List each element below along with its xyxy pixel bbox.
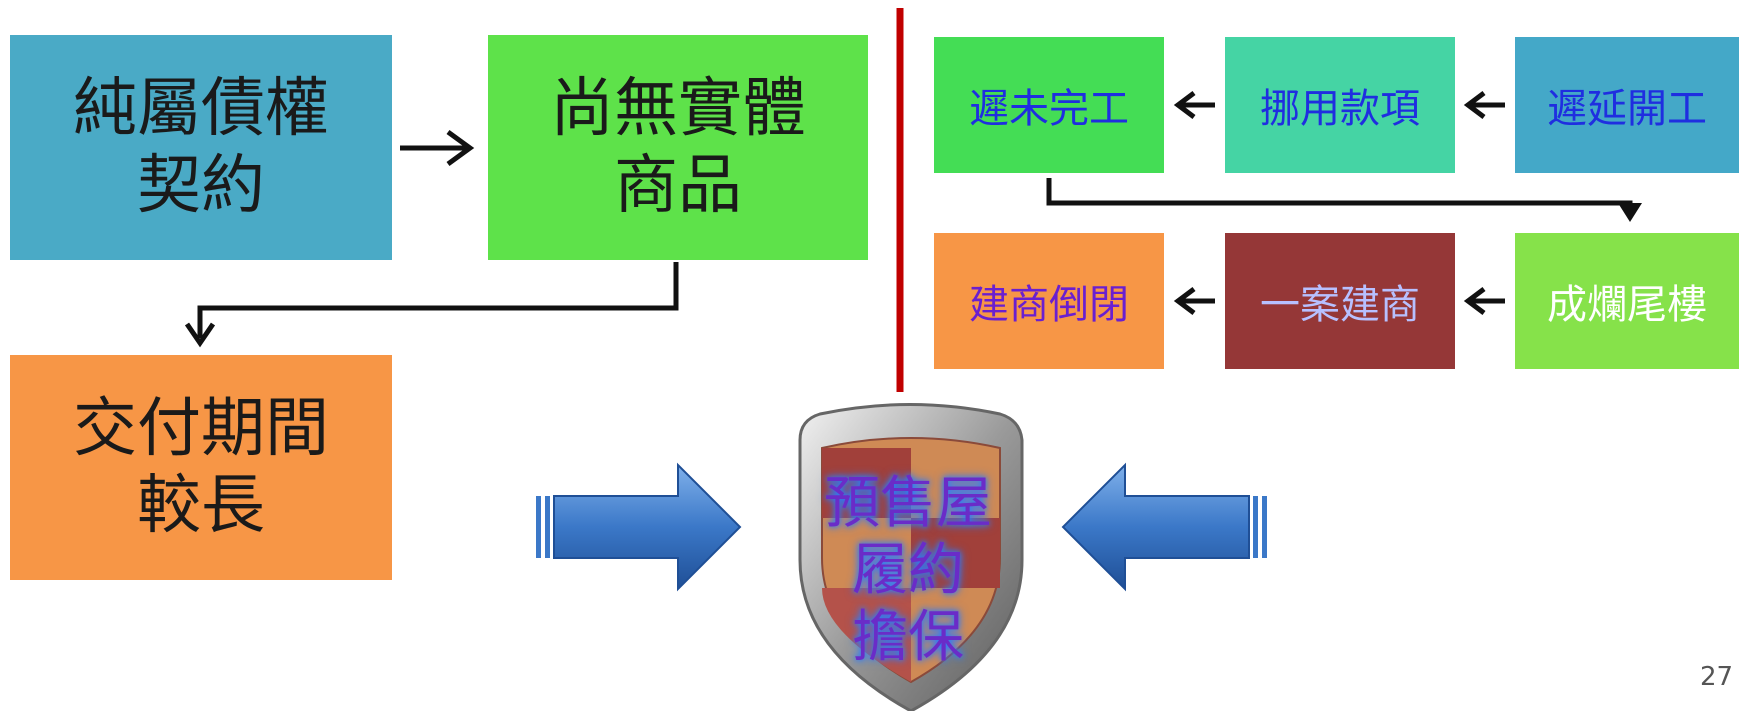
box-delayed-completion-label: 遲未完工 bbox=[969, 86, 1129, 132]
arrow-left-icon bbox=[1463, 91, 1505, 119]
box-unfinished-building-label: 成爛尾樓 bbox=[1547, 282, 1707, 328]
arrow-left-icon bbox=[1173, 287, 1215, 315]
arrow-left-icon bbox=[1463, 287, 1505, 315]
box-long-delivery-period: 交付期間 較長 bbox=[10, 355, 392, 580]
page-number: 27 bbox=[1700, 662, 1734, 692]
connector-arrow-down-icon bbox=[1046, 178, 1642, 222]
box-one-project-builder-label: 一案建商 bbox=[1260, 282, 1420, 328]
big-arrow-right-icon bbox=[536, 462, 742, 592]
arrow-right-icon bbox=[400, 129, 475, 167]
box-builder-bankrupt: 建商倒閉 bbox=[934, 233, 1164, 369]
box-long-delivery-period-label: 交付期間 較長 bbox=[73, 391, 329, 543]
box-no-physical-product: 尚無實體 商品 bbox=[488, 35, 868, 260]
shield-icon bbox=[798, 403, 1024, 711]
connector-arrow-down-icon bbox=[184, 262, 679, 348]
box-delayed-completion: 遲未完工 bbox=[934, 37, 1164, 173]
box-pure-debt-contract-label: 純屬債權 契約 bbox=[73, 71, 329, 223]
box-delayed-start-label: 遲延開工 bbox=[1547, 86, 1707, 132]
box-delayed-start: 遲延開工 bbox=[1515, 37, 1739, 173]
box-misappropriated-funds: 挪用款項 bbox=[1225, 37, 1455, 173]
box-misappropriated-funds-label: 挪用款項 bbox=[1260, 86, 1420, 132]
shield-label: 預售屋 履約 擔保 bbox=[824, 471, 992, 671]
big-arrow-left-icon bbox=[1061, 462, 1267, 592]
box-unfinished-building: 成爛尾樓 bbox=[1515, 233, 1739, 369]
arrow-left-icon bbox=[1173, 91, 1215, 119]
box-builder-bankrupt-label: 建商倒閉 bbox=[969, 282, 1129, 328]
box-pure-debt-contract: 純屬債權 契約 bbox=[10, 35, 392, 260]
box-no-physical-product-label: 尚無實體 商品 bbox=[550, 71, 806, 223]
box-one-project-builder: 一案建商 bbox=[1225, 233, 1455, 369]
